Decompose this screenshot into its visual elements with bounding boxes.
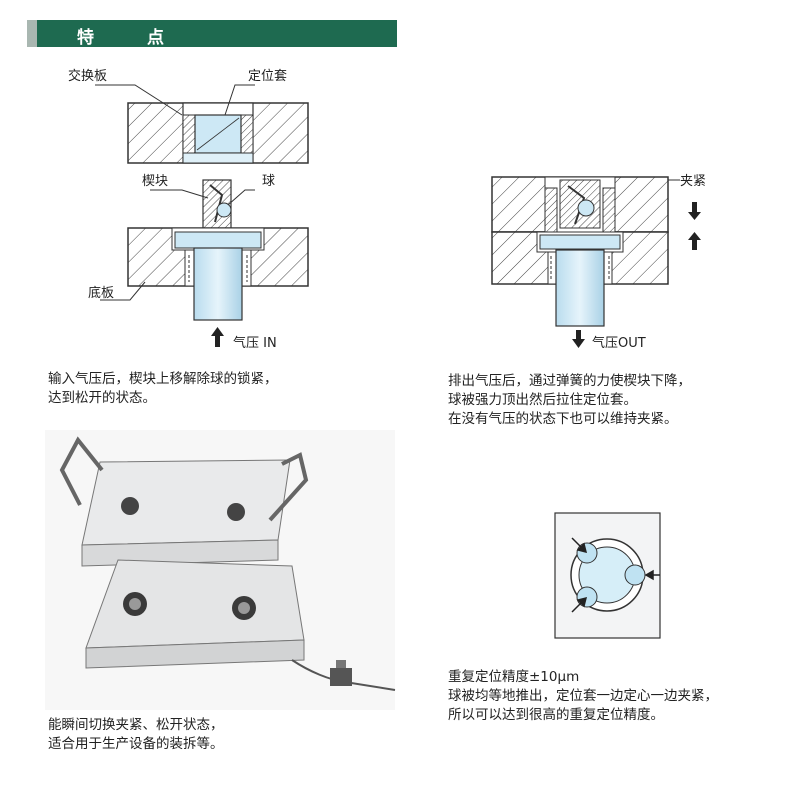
left-section-diagram: [95, 84, 309, 347]
photo-handle-right: [268, 452, 309, 522]
right-caption-line-3: 在没有气压的状态下也可以维持夹紧。: [448, 411, 678, 427]
label-base-plate: 底板: [88, 285, 114, 301]
right-section-diagram: [491, 176, 701, 348]
header-title-char-1: 特: [77, 28, 95, 48]
left-cylinder: [193, 247, 243, 321]
photo-air-fitting: [330, 668, 352, 686]
photo-caption-line-1: 能瞬间切换夹紧、松开状态，: [48, 717, 224, 733]
precision-caption-line-3: 所以可以达到很高的重复定位精度。: [448, 707, 664, 723]
label-ball: 球: [262, 174, 275, 189]
left-air-in-arrow: [211, 327, 224, 347]
precision-detail: [554, 512, 661, 639]
photo-caption-line-2: 适合用于生产设备的装拆等。: [48, 736, 224, 752]
photo-illustration: [45, 430, 396, 710]
precision-caption-line-1: 重复定位精度±10μm: [448, 669, 580, 685]
right-piston-flange: [539, 234, 621, 250]
label-clamp: 夹紧: [680, 174, 706, 189]
right-ball: [577, 199, 595, 217]
header-accent-tick: [27, 20, 37, 47]
precision-caption: 重复定位精度±10μm 球被均等地推出，定位套一边定心一边夹紧， 所以可以达到很…: [448, 668, 718, 725]
right-air-out-arrow: [572, 330, 585, 348]
right-cylinder: [555, 249, 605, 327]
photo-lower-plate: [85, 559, 305, 649]
label-air-out: 气压OUT: [592, 335, 646, 351]
right-clamp-arrow-up: [688, 232, 701, 250]
label-positioning-sleeve: 定位套: [248, 68, 287, 84]
label-wedge: 楔块: [142, 174, 168, 189]
precision-ball-2: [624, 564, 646, 586]
right-caption-line-1: 排出气压后，通过弹簧的力使楔块下降，: [448, 373, 691, 389]
right-clamp-arrow-down: [688, 202, 701, 220]
label-air-in: 气压 IN: [233, 335, 277, 351]
photo-upper-sleeve-2: [227, 503, 245, 521]
photo-handle-left: [59, 436, 104, 506]
right-caption: 排出气压后，通过弹簧的力使楔块下降， 球被强力顶出然后拉住定位套。 在没有气压的…: [448, 372, 691, 429]
left-ball: [216, 202, 232, 218]
left-piston-flange: [174, 231, 262, 249]
left-caption: 输入气压后，楔块上移解除球的锁紧， 达到松开的状态。: [48, 370, 278, 408]
photo-upper-sleeve-1: [121, 497, 139, 515]
right-caption-line-2: 球被强力顶出然后拉住定位套。: [448, 392, 637, 408]
precision-force-arrows: [571, 537, 660, 613]
left-caption-line-1: 输入气压后，楔块上移解除球的锁紧，: [48, 371, 278, 387]
photo-upper-plate: [81, 459, 291, 546]
photo-caption: 能瞬间切换夹紧、松开状态， 适合用于生产设备的装拆等。: [48, 716, 224, 754]
left-caption-line-2: 达到松开的状态。: [48, 390, 156, 406]
precision-caption-line-2: 球被均等地推出，定位套一边定心一边夹紧，: [448, 688, 718, 704]
section-header: 特 点: [27, 20, 397, 48]
header-title-char-2: 点: [147, 28, 165, 48]
label-exchange-plate: 交换板: [68, 68, 107, 84]
